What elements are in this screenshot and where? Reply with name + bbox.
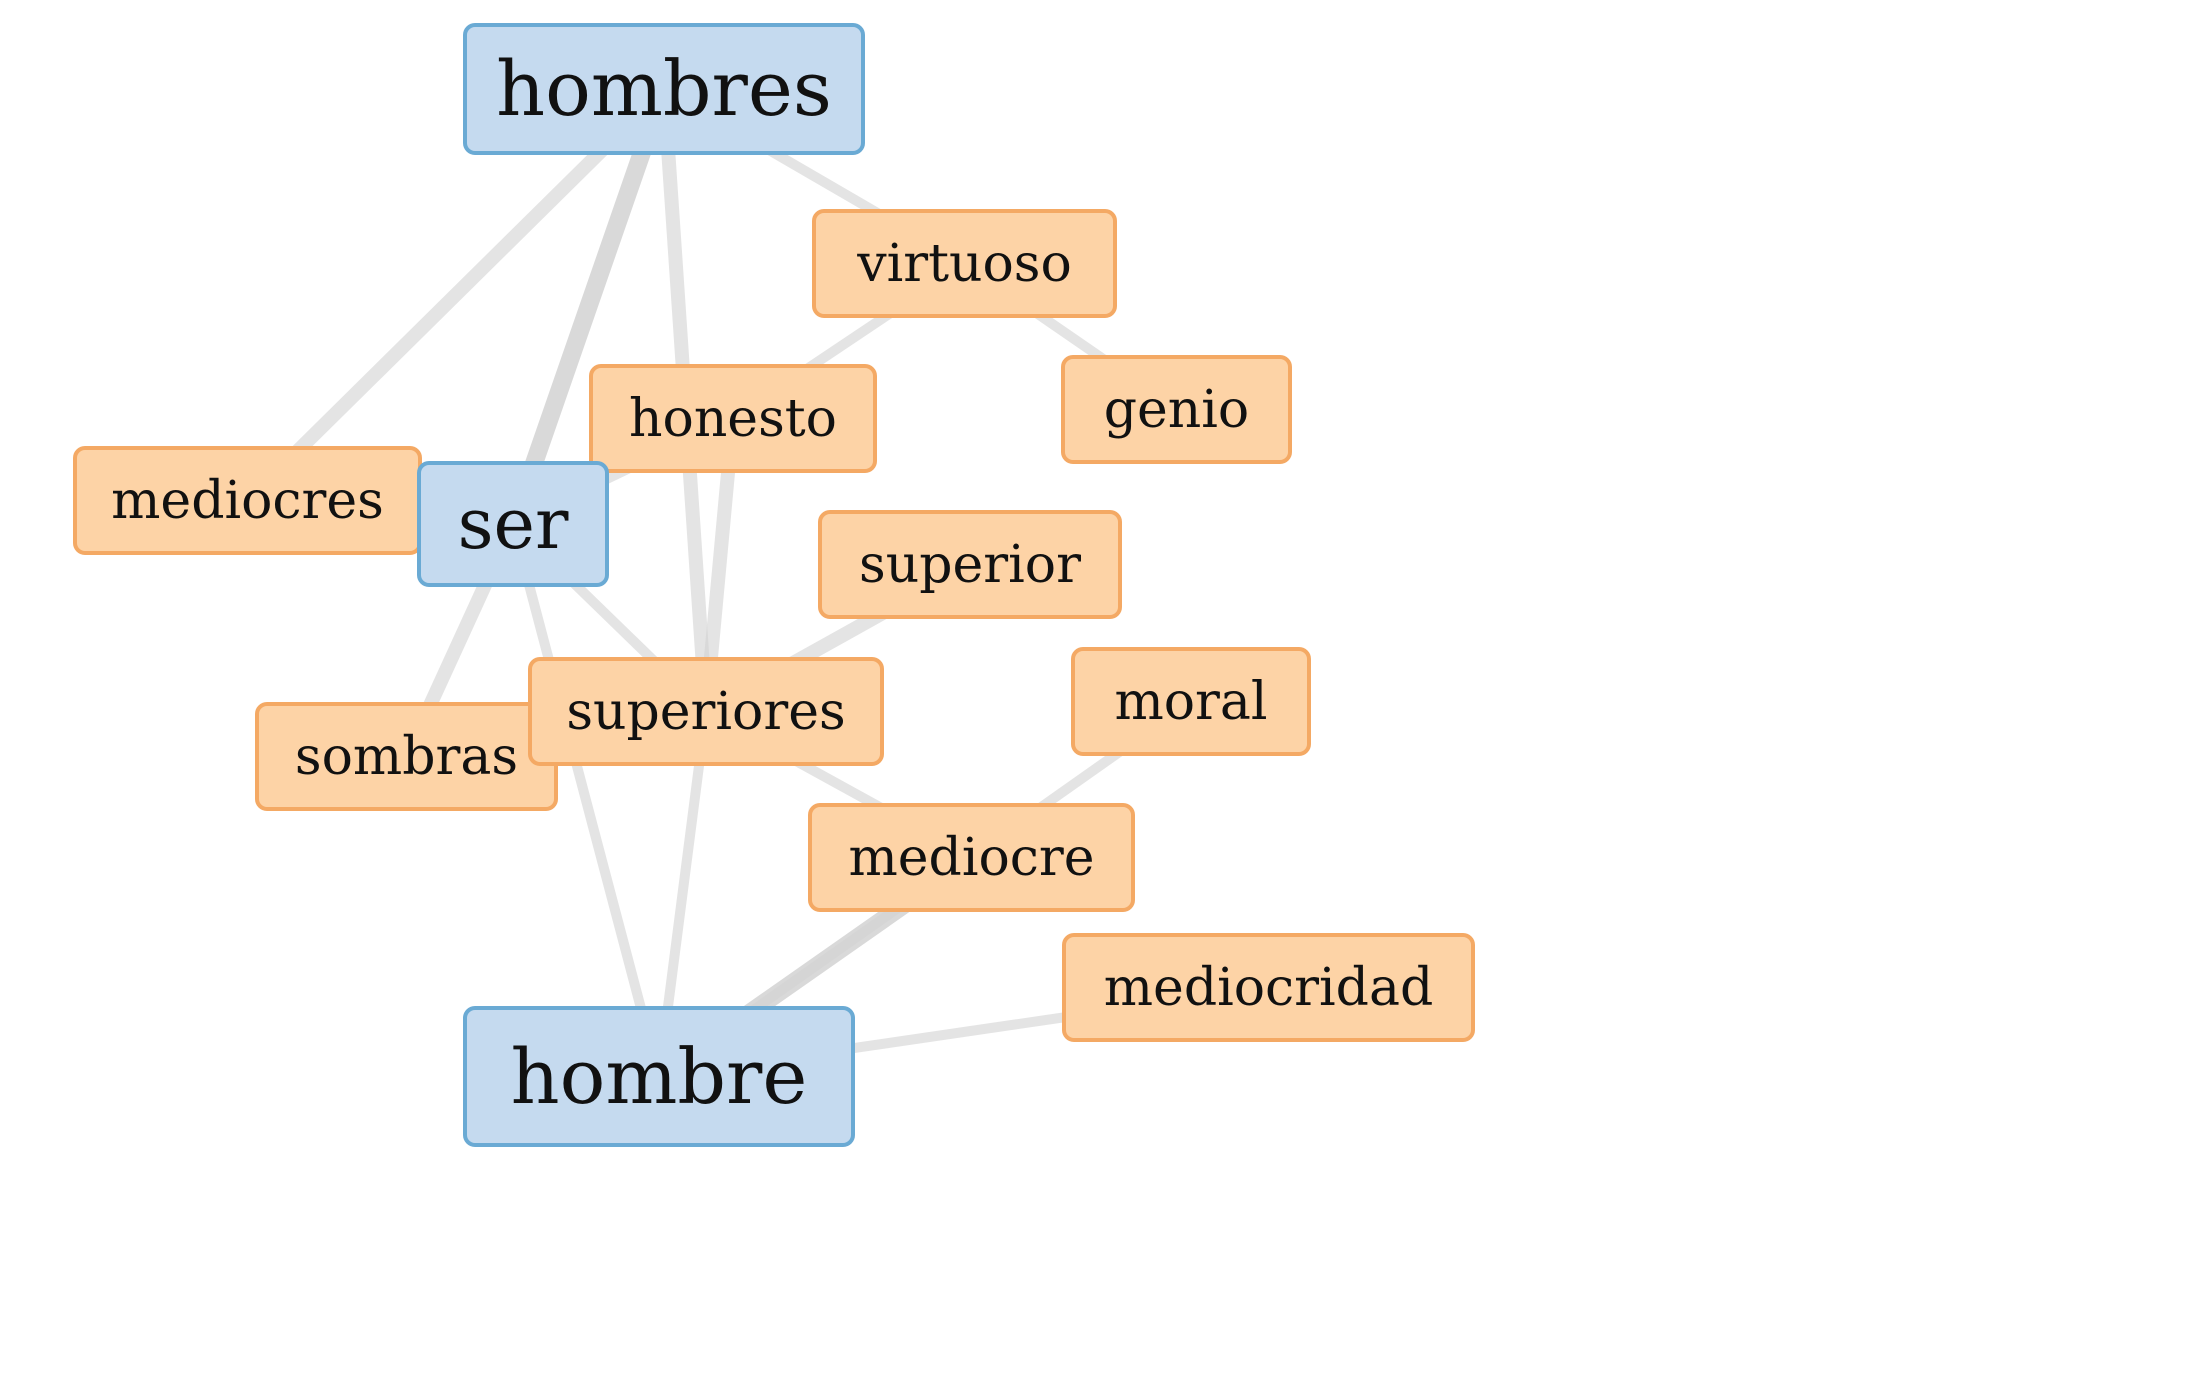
node-mediocridad[interactable]: mediocridad [1062,933,1475,1042]
node-superiores[interactable]: superiores [528,657,884,766]
node-ser[interactable]: ser [417,461,609,587]
edge-hombres-ser [504,80,673,533]
node-virtuoso[interactable]: virtuoso [812,209,1117,318]
node-genio[interactable]: genio [1061,355,1292,464]
edge-ser-hombre [508,519,664,1082]
node-mediocres[interactable]: mediocres [73,446,422,555]
node-moral[interactable]: moral [1071,647,1311,756]
node-sombras[interactable]: sombras [255,702,558,811]
node-hombre[interactable]: hombre [463,1006,855,1147]
node-hombres[interactable]: hombres [463,23,865,155]
node-superior[interactable]: superior [818,510,1122,619]
edge-hombres-mediocres [240,82,671,508]
node-honesto[interactable]: honesto [589,364,877,473]
node-mediocre[interactable]: mediocre [808,803,1135,912]
